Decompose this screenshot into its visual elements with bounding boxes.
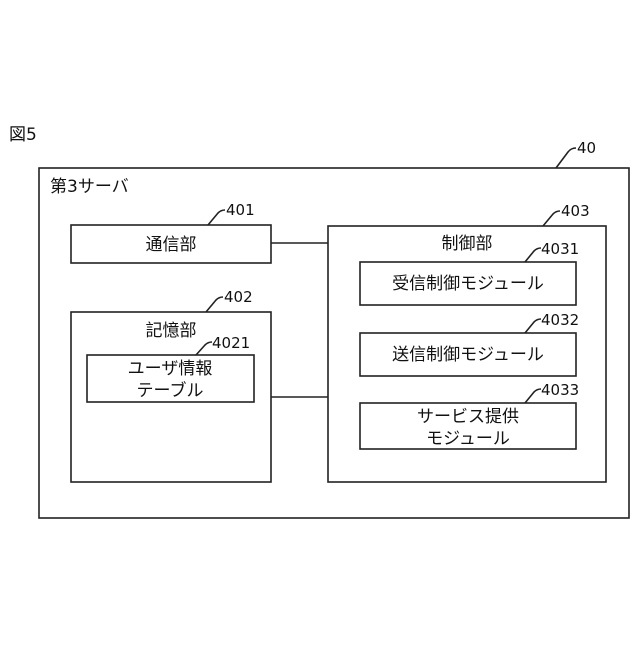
- receive-module-ref-leader: [525, 248, 541, 262]
- user-info-table-ref: 4021: [212, 334, 250, 352]
- comm-ref-leader: [208, 210, 225, 225]
- send-module-ref-leader: [525, 319, 541, 333]
- user-info-table-label-line1: ユーザ情報: [128, 359, 213, 379]
- comm-unit-label: 通信部: [146, 235, 197, 255]
- server-box: [39, 168, 629, 518]
- send-control-module-ref: 4032: [541, 311, 579, 329]
- receive-control-module-label: 受信制御モジュール: [392, 274, 544, 294]
- server-ref: 40: [577, 139, 596, 157]
- figure-label: 図5: [9, 125, 37, 145]
- storage-ref-leader: [206, 297, 223, 312]
- service-module-label-line1: サービス提供: [417, 407, 519, 427]
- control-ref-leader: [543, 211, 560, 226]
- server-ref-leader: [556, 148, 576, 168]
- send-control-module-label: 送信制御モジュール: [392, 345, 544, 365]
- storage-unit-ref: 402: [224, 288, 253, 306]
- control-unit-label: 制御部: [442, 234, 493, 254]
- comm-unit-ref: 401: [226, 201, 255, 219]
- service-module-ref-leader: [525, 389, 541, 403]
- service-module-ref: 4033: [541, 381, 579, 399]
- user-info-table-label-line2: テーブル: [137, 380, 204, 401]
- receive-control-module-ref: 4031: [541, 240, 579, 258]
- service-module-label-line2: モジュール: [426, 429, 510, 449]
- server-title: 第3サーバ: [50, 177, 129, 197]
- user-info-ref-leader: [196, 342, 212, 355]
- storage-unit-label: 記憶部: [146, 321, 197, 341]
- control-unit-ref: 403: [561, 202, 590, 220]
